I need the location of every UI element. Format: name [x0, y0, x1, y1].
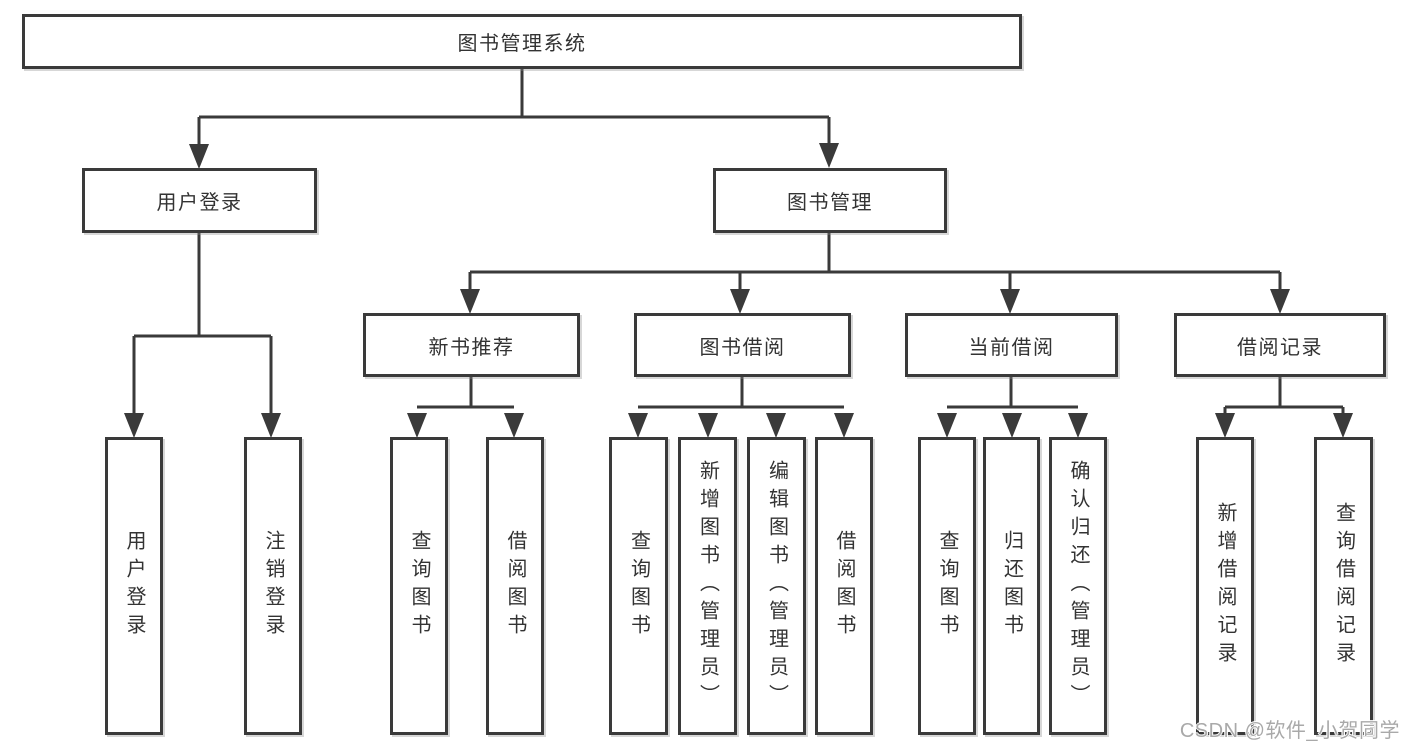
- leaf-label: 编辑图书（管理员）: [765, 460, 788, 712]
- node-current-borrowing: 当前借阅: [905, 313, 1118, 377]
- node-label: 借阅记录: [1237, 336, 1323, 359]
- leaf-borrow-books-recommend: 借阅图书: [486, 437, 544, 735]
- leaf-label: 查询借阅记录: [1332, 502, 1355, 670]
- leaf-confirm-return-admin: 确认归还（管理员）: [1049, 437, 1107, 735]
- leaf-label: 用户登录: [123, 530, 145, 642]
- leaf-label: 新增借阅记录: [1214, 502, 1236, 670]
- leaf-return-books: 归还图书: [983, 437, 1040, 735]
- leaf-label: 归还图书: [1000, 530, 1023, 642]
- leaf-query-borrow-record: 查询借阅记录: [1314, 437, 1373, 735]
- leaf-query-books-current: 查询图书: [918, 437, 976, 735]
- node-new-book-recommendation: 新书推荐: [363, 313, 580, 377]
- leaf-label: 借阅图书: [504, 530, 526, 642]
- node-label: 用户登录: [156, 192, 243, 214]
- leaf-label: 新增图书（管理员）: [696, 460, 719, 712]
- node-label: 当前借阅: [968, 336, 1055, 359]
- leaf-query-books-recommend: 查询图书: [390, 437, 448, 735]
- leaf-label: 借阅图书: [833, 530, 855, 642]
- leaf-query-books-borrowing: 查询图书: [609, 437, 668, 735]
- leaf-label: 确认归还（管理员）: [1067, 460, 1089, 712]
- leaf-logout: 注销登录: [244, 437, 302, 735]
- node-book-borrowing: 图书借阅: [634, 313, 851, 377]
- node-book-management: 图书管理: [713, 168, 947, 233]
- leaf-borrow-books: 借阅图书: [815, 437, 873, 735]
- node-library-management-system: 图书管理系统: [22, 14, 1022, 69]
- node-label: 新书推荐: [428, 336, 515, 359]
- csdn-watermark: CSDN @软件_小贺同学: [1179, 720, 1400, 742]
- node-label: 图书管理: [787, 192, 873, 214]
- leaf-user-login: 用户登录: [105, 437, 163, 735]
- node-user-login: 用户登录: [82, 168, 317, 233]
- node-label: 图书管理系统: [457, 33, 587, 55]
- leaf-add-borrow-record: 新增借阅记录: [1196, 437, 1254, 735]
- leaf-edit-books-admin: 编辑图书（管理员）: [747, 437, 806, 735]
- leaf-add-books-admin: 新增图书（管理员）: [678, 437, 737, 735]
- leaf-label: 查询图书: [936, 530, 958, 642]
- leaf-label: 查询图书: [408, 530, 430, 642]
- leaf-label: 注销登录: [262, 530, 284, 642]
- node-label: 图书借阅: [699, 336, 786, 359]
- leaf-label: 查询图书: [627, 530, 650, 642]
- node-borrowing-records: 借阅记录: [1174, 313, 1386, 377]
